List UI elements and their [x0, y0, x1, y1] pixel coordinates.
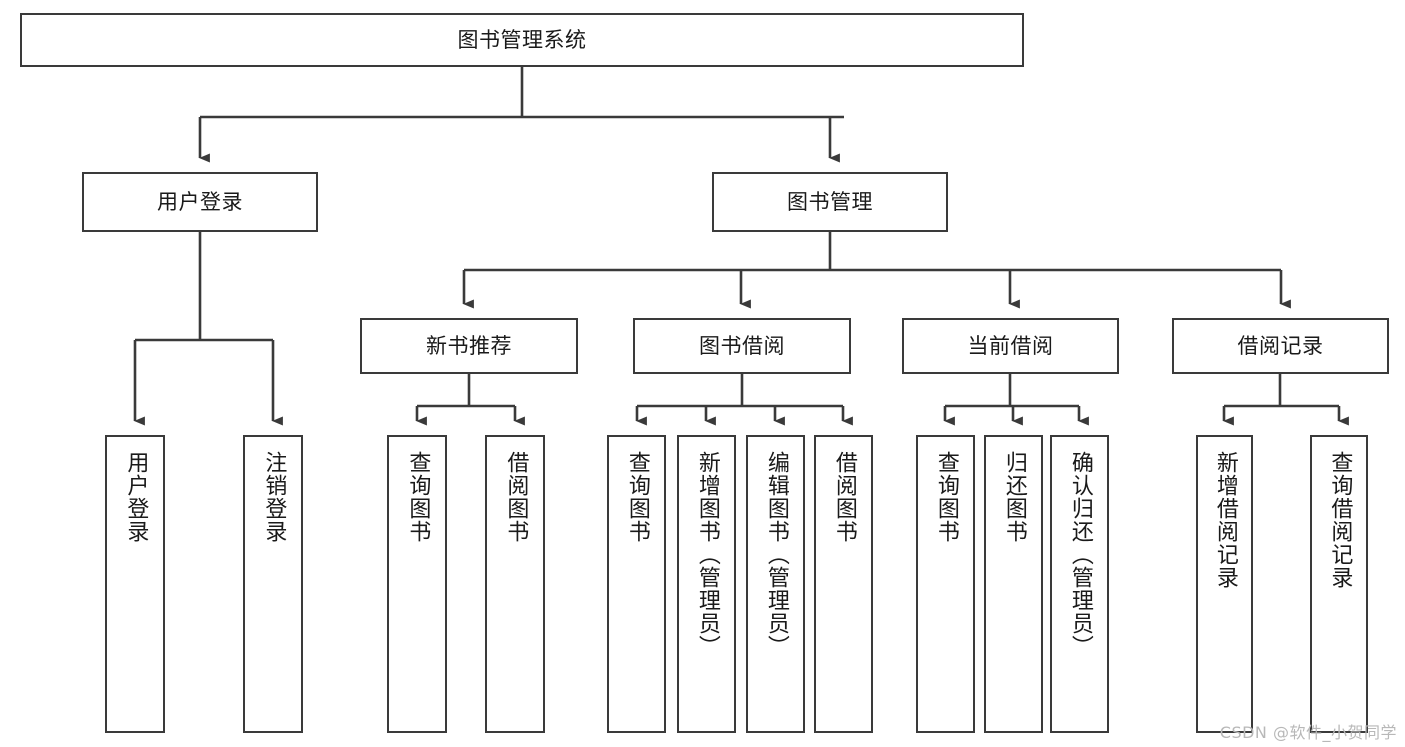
node-leaf-add-book-label: 新增图书（管理员）: [694, 451, 720, 658]
node-new-book-recommend-label: 新书推荐: [426, 333, 512, 358]
node-leaf-borrow-book-1[interactable]: 借阅图书: [485, 435, 545, 733]
node-leaf-borrow-book-2-label: 借阅图书: [831, 451, 857, 543]
node-leaf-query-book-2[interactable]: 查询图书: [607, 435, 666, 733]
node-leaf-edit-book-label: 编辑图书（管理员）: [763, 451, 789, 658]
node-borrow-record-label: 借阅记录: [1237, 333, 1324, 358]
node-leaf-edit-book[interactable]: 编辑图书（管理员）: [746, 435, 805, 733]
node-leaf-add-book[interactable]: 新增图书（管理员）: [677, 435, 736, 733]
node-leaf-query-book-1[interactable]: 查询图书: [387, 435, 447, 733]
node-new-book-recommend[interactable]: 新书推荐: [360, 318, 578, 374]
node-book-manage[interactable]: 图书管理: [712, 172, 948, 232]
node-leaf-logout-label: 注销登录: [261, 451, 287, 543]
node-leaf-query-book-3-label: 查询图书: [933, 451, 959, 543]
node-leaf-add-record[interactable]: 新增借阅记录: [1196, 435, 1253, 733]
node-book-borrow-label: 图书借阅: [699, 333, 785, 358]
node-leaf-add-record-label: 新增借阅记录: [1212, 451, 1238, 589]
node-leaf-user-login[interactable]: 用户登录: [105, 435, 165, 733]
node-leaf-query-record[interactable]: 查询借阅记录: [1310, 435, 1368, 733]
node-root-label: 图书管理系统: [457, 27, 587, 52]
node-current-borrow-label: 当前借阅: [967, 333, 1054, 358]
node-root[interactable]: 图书管理系统: [20, 13, 1024, 67]
node-borrow-record[interactable]: 借阅记录: [1172, 318, 1389, 374]
node-book-manage-label: 图书管理: [787, 189, 873, 214]
node-leaf-confirm-return-label: 确认归还（管理员）: [1067, 451, 1093, 658]
node-leaf-query-book-1-label: 查询图书: [405, 451, 431, 543]
node-leaf-logout[interactable]: 注销登录: [243, 435, 303, 733]
node-current-borrow[interactable]: 当前借阅: [902, 318, 1119, 374]
node-user-login-label: 用户登录: [157, 189, 243, 214]
node-leaf-query-record-label: 查询借阅记录: [1327, 451, 1353, 589]
node-leaf-query-book-2-label: 查询图书: [624, 451, 650, 543]
node-user-login[interactable]: 用户登录: [82, 172, 318, 232]
node-leaf-return-book-label: 归还图书: [1001, 451, 1027, 543]
node-book-borrow[interactable]: 图书借阅: [633, 318, 851, 374]
node-leaf-borrow-book-2[interactable]: 借阅图书: [814, 435, 873, 733]
node-leaf-user-login-label: 用户登录: [123, 451, 149, 543]
node-leaf-return-book[interactable]: 归还图书: [984, 435, 1043, 733]
node-leaf-query-book-3[interactable]: 查询图书: [916, 435, 975, 733]
node-leaf-borrow-book-1-label: 借阅图书: [503, 451, 529, 543]
node-leaf-confirm-return[interactable]: 确认归还（管理员）: [1050, 435, 1109, 733]
